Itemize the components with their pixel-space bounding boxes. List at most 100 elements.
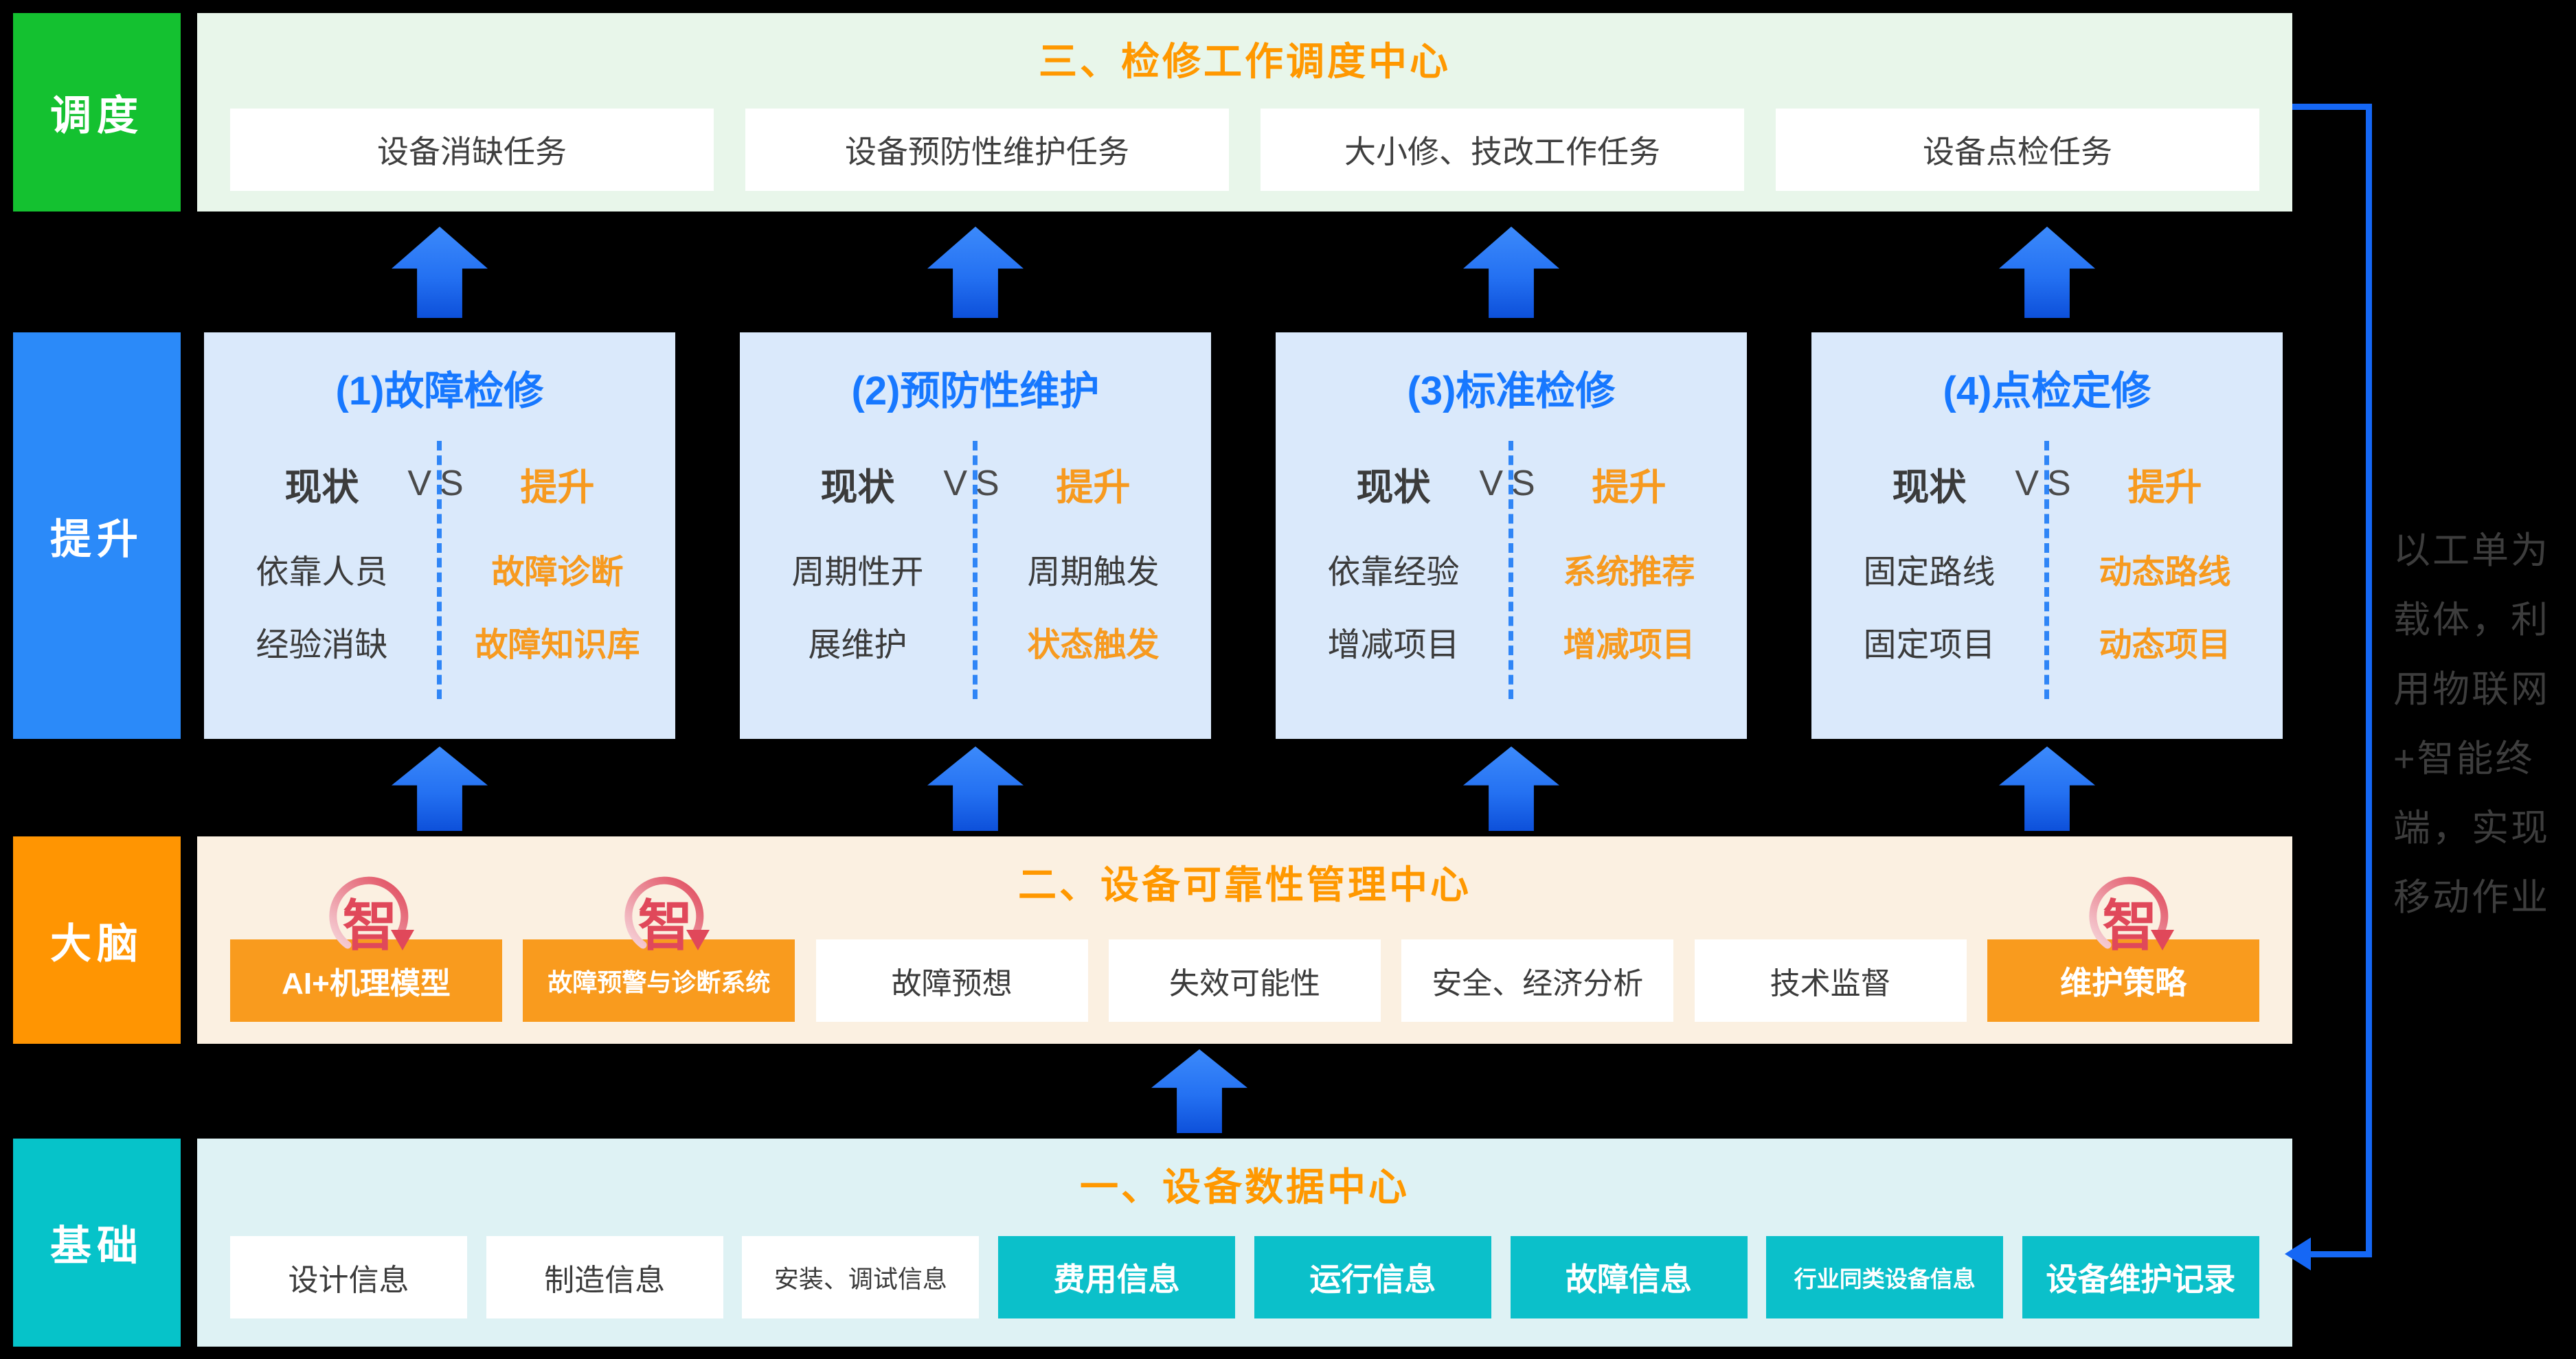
item-fault-warning-diagnosis: 故障预警与诊断系统 bbox=[523, 939, 795, 1022]
improved-item: 故障诊断 bbox=[491, 554, 624, 591]
side-note-line: 用物联网 bbox=[2393, 669, 2550, 710]
improved-item: 动态路线 bbox=[2099, 554, 2231, 591]
item-maintenance-strategy: 维护策略 bbox=[1987, 939, 2259, 1022]
improved-item: 状态触发 bbox=[1027, 627, 1160, 663]
workorder-connector-bottom bbox=[2307, 1251, 2372, 1257]
item-fault-anticipation: 故障预想 bbox=[815, 939, 1088, 1022]
item-ai-mechanism-model: AI+机理模型 bbox=[230, 939, 502, 1022]
item-cost-info: 费用信息 bbox=[998, 1236, 1236, 1318]
dispatch-task-row: 设备消缺任务 设备预防性维护任务 大小修、技改工作任务 设备点检任务 bbox=[230, 109, 2259, 191]
item-fault-info: 故障信息 bbox=[1510, 1236, 1748, 1318]
circular-arrow-icon bbox=[329, 876, 414, 950]
current-item: 经验消缺 bbox=[256, 627, 388, 663]
current-state-label: 现状 bbox=[1356, 466, 1431, 508]
data-center-section: 一、设备数据中心 设计信息 制造信息 安装、调试信息 费用信息 运行信息 故障信… bbox=[197, 1139, 2292, 1347]
compare-box-title: (2)预防性维护 bbox=[851, 369, 1100, 413]
data-item-row: 设计信息 制造信息 安装、调试信息 费用信息 运行信息 故障信息 行业同类设备信… bbox=[230, 1236, 2259, 1318]
zhi-char: 智 bbox=[2102, 895, 2158, 957]
dashed-divider bbox=[1509, 441, 1513, 699]
up-arrow bbox=[1999, 227, 2095, 318]
compare-box-title: (4)点检定修 bbox=[1943, 369, 2151, 413]
up-arrow bbox=[927, 227, 1024, 318]
improved-item: 周期触发 bbox=[1027, 554, 1160, 591]
improved-item: 系统推荐 bbox=[1563, 554, 1695, 591]
reliability-center-title: 二、设备可靠性管理中心 bbox=[1018, 863, 1471, 906]
improvement-label: 提升 bbox=[520, 466, 595, 508]
item-technical-supervision: 技术监督 bbox=[1694, 939, 1967, 1022]
improvement-label: 提升 bbox=[2127, 466, 2202, 508]
task-box-defect-elimination: 设备消缺任务 bbox=[230, 109, 714, 191]
reliability-center-section: 二、设备可靠性管理中心 AI+机理模型 故障预警与诊断系统 故障预想 失效可能性… bbox=[197, 836, 2292, 1044]
zhi-smart-badge: 智 bbox=[2081, 863, 2184, 966]
up-arrow bbox=[1463, 746, 1559, 831]
compare-box-preventive-maintenance: (2)预防性维护 现状 提升 VS 周期性开 周期触发 展维护 状态触发 bbox=[740, 332, 1211, 739]
rail-label-improve: 提升 bbox=[13, 332, 181, 739]
side-note-line: 端，实现 bbox=[2393, 808, 2550, 849]
improvement-label: 提升 bbox=[1592, 466, 1667, 508]
current-state-label: 现状 bbox=[1892, 466, 1967, 508]
workorder-connector-arrowhead-icon bbox=[2285, 1237, 2311, 1270]
current-item: 周期性开 bbox=[791, 554, 924, 591]
vs-label: VS bbox=[1479, 464, 1544, 503]
improvement-label: 提升 bbox=[1056, 466, 1131, 508]
item-manufacturing-info: 制造信息 bbox=[486, 1236, 723, 1318]
up-arrow bbox=[1999, 746, 2095, 831]
up-arrow bbox=[1151, 1049, 1247, 1133]
workorder-connector-vertical bbox=[2366, 104, 2372, 1257]
item-installation-commissioning-info: 安装、调试信息 bbox=[742, 1236, 980, 1318]
vs-label: VS bbox=[407, 464, 472, 503]
item-design-info: 设计信息 bbox=[230, 1236, 467, 1318]
current-state-label: 现状 bbox=[284, 466, 359, 508]
side-note-line: 载体，利 bbox=[2393, 599, 2550, 641]
compare-box-standard-repair: (3)标准检修 现状 提升 VS 依靠经验 系统推荐 增减项目 增减项目 bbox=[1276, 332, 1747, 739]
current-item: 展维护 bbox=[808, 627, 907, 663]
compare-box-fault-repair: (1)故障检修 现状 提升 VS 依靠人员 故障诊断 经验消缺 故障知识库 bbox=[204, 332, 675, 739]
reliability-item-row: AI+机理模型 故障预警与诊断系统 故障预想 失效可能性 安全、经济分析 技术监… bbox=[230, 939, 2259, 1022]
vs-label: VS bbox=[943, 464, 1008, 503]
item-industry-similar-equipment-info: 行业同类设备信息 bbox=[1766, 1236, 2004, 1318]
up-arrow bbox=[927, 746, 1024, 831]
zhi-char: 智 bbox=[342, 895, 398, 957]
dashed-divider bbox=[973, 441, 978, 699]
vs-label: VS bbox=[2015, 464, 2079, 503]
up-arrow bbox=[1463, 227, 1559, 318]
circular-arrow-icon bbox=[624, 876, 710, 950]
improved-item: 动态项目 bbox=[2099, 627, 2231, 663]
item-maintenance-records: 设备维护记录 bbox=[2022, 1236, 2259, 1318]
compare-box-spot-check-repair: (4)点检定修 现状 提升 VS 固定路线 动态路线 固定项目 动态项目 bbox=[1811, 332, 2283, 739]
item-failure-probability: 失效可能性 bbox=[1108, 939, 1381, 1022]
side-note: 以工单为 载体，利 用物联网 +智能终 端，实现 移动作业 bbox=[2393, 516, 2565, 933]
improved-item: 故障知识库 bbox=[475, 627, 640, 663]
up-arrow bbox=[392, 227, 488, 318]
dispatch-center-title: 三、检修工作调度中心 bbox=[1039, 40, 1451, 83]
zhi-smart-badge: 智 bbox=[321, 863, 425, 966]
zhi-smart-badge: 智 bbox=[617, 863, 720, 966]
improved-item: 增减项目 bbox=[1563, 627, 1695, 663]
zhi-char: 智 bbox=[637, 895, 693, 957]
dashed-divider bbox=[437, 441, 442, 699]
item-operation-info: 运行信息 bbox=[1254, 1236, 1491, 1318]
current-state-label: 现状 bbox=[820, 466, 895, 508]
compare-box-title: (1)故障检修 bbox=[335, 369, 544, 413]
current-item: 依靠经验 bbox=[1327, 554, 1460, 591]
current-item: 固定项目 bbox=[1863, 627, 1996, 663]
dispatch-center-section: 三、检修工作调度中心 设备消缺任务 设备预防性维护任务 大小修、技改工作任务 设… bbox=[197, 13, 2292, 212]
task-box-preventive-maintenance: 设备预防性维护任务 bbox=[745, 109, 1229, 191]
side-note-line: 移动作业 bbox=[2393, 877, 2550, 918]
item-safety-economic-analysis: 安全、经济分析 bbox=[1401, 939, 1674, 1022]
compare-box-title: (3)标准检修 bbox=[1407, 369, 1616, 413]
circular-arrow-icon bbox=[2089, 876, 2174, 950]
dashed-divider bbox=[2044, 441, 2049, 699]
current-item: 依靠人员 bbox=[256, 554, 388, 591]
side-note-line: 以工单为 bbox=[2393, 530, 2550, 571]
side-note-line: +智能终 bbox=[2393, 738, 2535, 779]
current-item: 增减项目 bbox=[1327, 627, 1460, 663]
task-box-overhaul-retrofit: 大小修、技改工作任务 bbox=[1261, 109, 1744, 191]
data-center-title: 一、设备数据中心 bbox=[1080, 1165, 1410, 1209]
rail-label-brain: 大脑 bbox=[13, 836, 181, 1044]
up-arrow bbox=[392, 746, 488, 831]
task-box-spot-check: 设备点检任务 bbox=[1776, 109, 2259, 191]
current-item: 固定路线 bbox=[1863, 554, 1996, 591]
rail-label-dispatch: 调度 bbox=[13, 13, 181, 212]
